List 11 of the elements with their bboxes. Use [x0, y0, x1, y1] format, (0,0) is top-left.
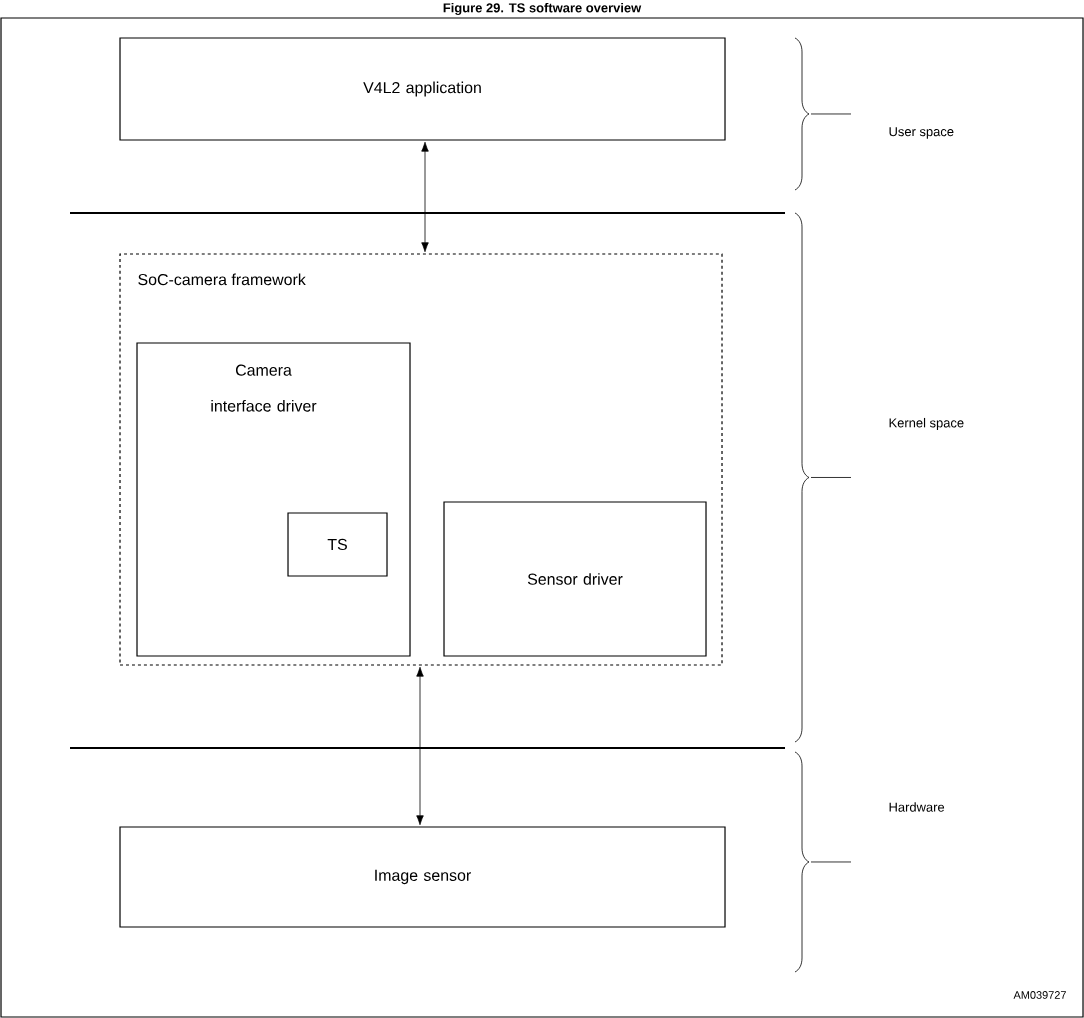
sensor-box: Image sensor: [119, 826, 726, 928]
figure-code: AM039727: [1013, 991, 1066, 999]
driver-box: Sensor driver: [443, 501, 707, 657]
region-label: Kernel space: [889, 417, 964, 430]
module-box: TS: [287, 512, 388, 577]
application-box: V4L2 application: [119, 37, 726, 141]
arrow: [416, 666, 424, 826]
region-label: Hardware: [889, 802, 945, 812]
title: Figure 29. TS software overview: [443, 2, 642, 16]
arrow: [421, 141, 429, 253]
region-label: User space: [889, 127, 954, 139]
